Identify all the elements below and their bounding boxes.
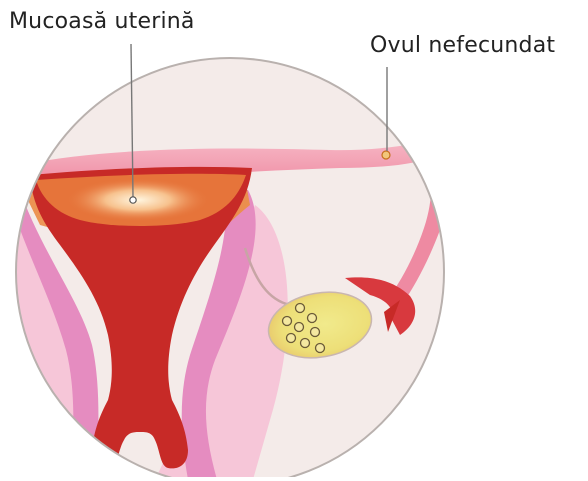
endometrium-label: Mucoasă uterină	[9, 9, 195, 34]
follicle	[295, 323, 304, 332]
follicle	[316, 344, 325, 353]
follicle	[283, 317, 292, 326]
endometrium-highlight	[66, 178, 210, 222]
follicle	[308, 314, 317, 323]
ovum-label: Ovul nefecundat	[370, 33, 555, 58]
follicle	[287, 334, 296, 343]
egg-marker	[382, 151, 390, 159]
follicle	[296, 304, 305, 313]
follicle	[311, 328, 320, 337]
follicle	[301, 339, 310, 348]
endometrium-pointer-dot	[130, 197, 136, 203]
